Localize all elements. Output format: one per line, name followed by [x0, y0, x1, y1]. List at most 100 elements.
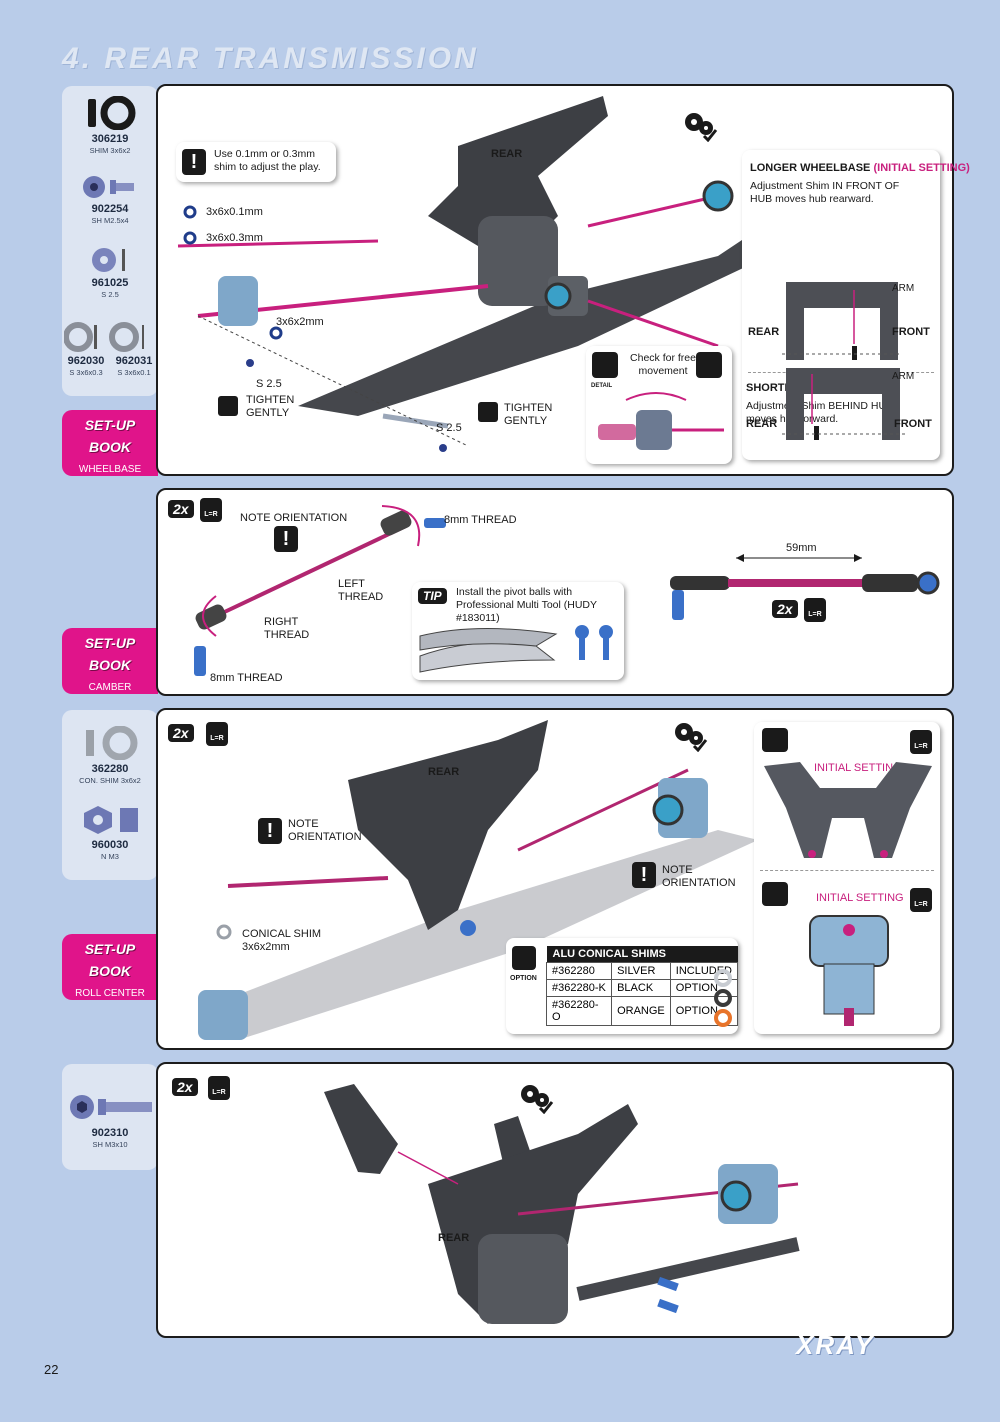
rear-label: REAR: [748, 326, 780, 338]
gears-check-icon: [675, 723, 708, 752]
part-desc: SHIM 3x6x2: [89, 146, 131, 155]
step-1-panel: ! Use 0.1mm or 0.3mm shim to adjust the …: [156, 84, 970, 476]
tip-text: Install the pivot balls with Professiona…: [456, 586, 597, 624]
brand-logo: XRAY: [796, 1330, 875, 1360]
dimension-label: 59mm: [786, 542, 817, 554]
table-cell: ORANGE: [611, 996, 671, 1026]
rear-label: REAR: [438, 1232, 470, 1244]
turnbuckle-drawing: [194, 505, 446, 676]
setup-book-line2: BOOK: [89, 657, 131, 673]
wrench-icon: [218, 396, 238, 416]
shim-label-c: 3x6x2mm: [276, 316, 324, 328]
longer-wheelbase-text: Adjustment Shim IN FRONT OF HUB moves hu…: [750, 180, 900, 205]
part-number: 961025: [91, 277, 129, 289]
left-thread-label: LEFT THREAD: [338, 578, 384, 603]
part-number: 962030: [67, 355, 105, 367]
part-number: 902254: [91, 203, 129, 215]
table-row: #362280-O ORANGE OPTION: [545, 996, 739, 1026]
shim-note-callout: ! Use 0.1mm or 0.3mm shim to adjust the …: [176, 142, 336, 182]
warning-icon: !: [632, 862, 656, 888]
divider: [760, 870, 934, 871]
rear-label: REAR: [491, 148, 523, 160]
turnbuckle-assembled-drawing: [670, 554, 940, 620]
thumbs-up-icon: [512, 946, 536, 970]
rear-label: REAR: [746, 418, 778, 430]
longer-wheelbase-title: LONGER WHEELBASE (INITIAL SETTING): [750, 162, 970, 175]
left-right-icon: L=R: [208, 1076, 230, 1100]
front-label: FRONT: [894, 418, 932, 430]
step-4-panel: 2x L=R REAR: [156, 1062, 954, 1338]
setup-book-label: WHEELBASE: [78, 464, 142, 475]
front-label: FRONT: [892, 326, 930, 338]
part-desc: SH M2.5x4: [91, 216, 129, 225]
quantity-badge: 2x: [168, 500, 194, 518]
thread-8mm-label-b: 8mm THREAD: [210, 672, 283, 684]
longer-title-text: LONGER WHEELBASE: [750, 162, 871, 174]
longer-sub-text: (INITIAL SETTING): [873, 162, 970, 174]
part-number: 362280: [91, 763, 129, 775]
free-movement-detail: DETAIL Check for free movement: [586, 346, 732, 464]
part-number: 306219: [91, 133, 129, 145]
step-3-panel: 2x L=R REAR ! NOTE ORIENTATION ! NOTE OR…: [156, 708, 954, 1050]
setup-book-line2: BOOK: [89, 963, 131, 979]
detail-magnifier-icon: [762, 728, 788, 752]
table-row: #362280 SILVER INCLUDED: [545, 962, 739, 980]
tip-badge: TIP: [418, 588, 447, 604]
washer-icon: [92, 248, 125, 272]
gears-check-icon: [521, 1085, 554, 1114]
table-cell: #362280-O: [545, 996, 613, 1026]
gears-check-icon: [685, 113, 718, 142]
shim-color-swatches: [714, 969, 732, 1027]
setup-book-line1: SET-UP: [84, 941, 136, 957]
hub-detail-drawing: [598, 392, 724, 450]
setup-book-roll-center: SET-UP BOOK ROLL CENTER: [62, 934, 158, 1000]
part-desc: S 3x6x0.1: [117, 368, 151, 377]
left-right-icon: L=R: [206, 722, 228, 746]
setup-book-line1: SET-UP: [84, 417, 136, 433]
free-movement-text: Check for free movement: [630, 352, 696, 377]
shim-label-a: 3x6x0.1mm: [206, 206, 263, 218]
alu-conical-shims-callout: OPTION ALU CONICAL SHIMS #362280 SILVER …: [506, 938, 739, 1034]
note-orientation-label: NOTE ORIENTATION: [288, 818, 362, 843]
part-number: 902310: [91, 1127, 129, 1139]
detail-magnifier-icon: [762, 882, 788, 906]
multi-tool-drawing: [419, 625, 613, 673]
part-desc: N M3: [101, 852, 119, 861]
warning-icon: !: [274, 526, 298, 552]
note-orientation-label-2: NOTE ORIENTATION: [662, 864, 736, 889]
shock-tower-mount-drawing: [324, 1084, 800, 1324]
rear-transmission-drawing: [177, 96, 758, 452]
quantity-badge: 2x: [772, 600, 798, 618]
parts-panel-2: 362280 CON. SHIM 3x6x2 960030 N M3: [62, 710, 158, 880]
setup-book-label: ROLL CENTER: [75, 988, 145, 999]
parts-panel-3: 902310 SH M3x10: [62, 1064, 158, 1170]
shim-note-text: Use 0.1mm or 0.3mm shim to adjust the pl…: [214, 148, 321, 173]
quantity-badge: 2x: [172, 1078, 198, 1096]
setup-book-camber: SET-UP BOOK CAMBER: [62, 628, 158, 694]
table-title: ALU CONICAL SHIMS: [546, 946, 738, 963]
part-desc: S 3x6x0.3: [69, 368, 103, 377]
washer-label-b: S 2.5: [436, 422, 462, 434]
conical-shim-label: CONICAL SHIM 3x6x2mm: [242, 928, 322, 953]
initial-setting-label: INITIAL SETTING: [814, 762, 902, 774]
part-number: 962031: [115, 355, 153, 367]
washer-label-a: S 2.5: [256, 378, 282, 390]
option-label: OPTION: [510, 975, 537, 982]
shims-icon: [64, 322, 144, 352]
table-cell: BLACK: [611, 979, 671, 997]
table-cell: #362280-K: [545, 979, 613, 997]
bearing-icon: [696, 352, 722, 378]
setup-book-label: CAMBER: [88, 682, 132, 693]
alu-conical-shims-table: ALU CONICAL SHIMS #362280 SILVER INCLUDE…: [545, 946, 739, 1026]
left-right-icon: L=R: [910, 888, 932, 912]
table-cell: SILVER: [611, 962, 671, 980]
setup-book-line1: SET-UP: [84, 635, 136, 651]
quantity-badge: 2x: [168, 724, 194, 742]
shim-icon: [88, 96, 136, 130]
part-number: 960030: [91, 839, 129, 851]
warning-icon: !: [182, 149, 206, 175]
setup-book-line2: BOOK: [89, 439, 131, 455]
page-number: 22: [44, 1362, 59, 1377]
longer-wheelbase-diagram: [782, 282, 902, 360]
table-cell: #362280: [545, 962, 613, 980]
